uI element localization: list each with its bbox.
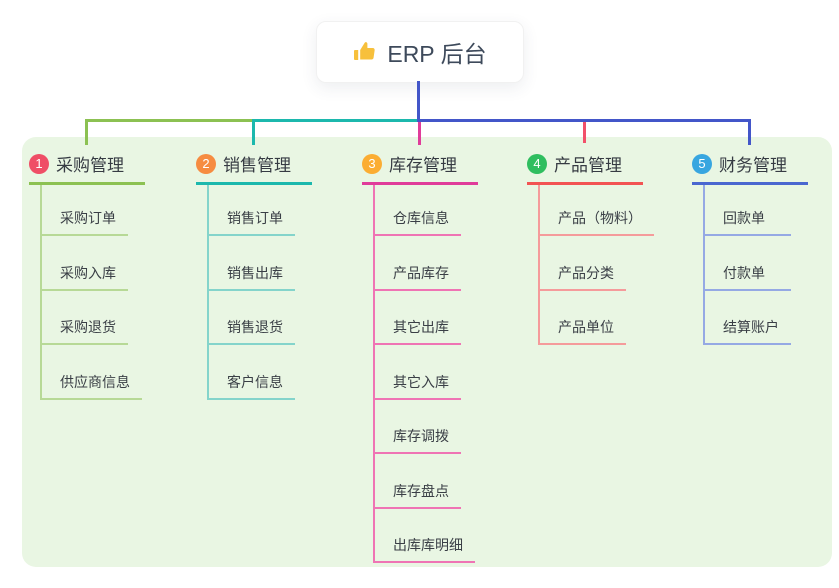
child-node[interactable]: 供应商信息 xyxy=(42,345,142,400)
branch-children: 仓库信息产品库存其它出库其它入库库存调拨库存盘点出库库明细 xyxy=(373,185,475,563)
branch-column-3: 3 库存管理 仓库信息产品库存其它出库其它入库库存调拨库存盘点出库库明细 xyxy=(362,137,478,563)
child-node-label: 供应商信息 xyxy=(60,373,130,390)
branch-panel xyxy=(22,137,832,567)
child-node[interactable]: 出库库明细 xyxy=(375,509,475,563)
child-node[interactable]: 产品（物料） xyxy=(540,185,654,236)
child-node-label: 其它入库 xyxy=(393,373,449,390)
branch-number-badge: 4 xyxy=(527,153,547,174)
thumbs-up-icon xyxy=(353,40,377,64)
branch5-drop-line xyxy=(748,119,751,145)
root-drop-line xyxy=(417,81,420,122)
root-node[interactable]: ERP 后台 xyxy=(316,21,524,83)
branch2-drop-line xyxy=(252,122,255,145)
child-node-label: 仓库信息 xyxy=(393,210,449,226)
child-node[interactable]: 付款单 xyxy=(705,236,791,291)
child-node-label: 产品单位 xyxy=(558,319,614,335)
child-node-label: 客户信息 xyxy=(227,373,283,390)
branch4-drop-line xyxy=(583,122,586,143)
branch-title-label: 采购管理 xyxy=(56,156,124,175)
child-node-label: 产品库存 xyxy=(393,264,449,281)
branch-column-5: 5 财务管理 回款单付款单结算账户 xyxy=(692,137,808,345)
branch-column-4: 4 产品管理 产品（物料） 产品分类产品单位 xyxy=(527,137,654,345)
child-node[interactable]: 仓库信息 xyxy=(375,185,461,236)
branch1-drop-line xyxy=(85,119,88,145)
branch-title[interactable]: 3 库存管理 xyxy=(362,137,478,185)
child-node[interactable]: 回款单 xyxy=(705,185,791,236)
branch-title[interactable]: 1 采购管理 xyxy=(29,137,145,185)
branch-title[interactable]: 5 财务管理 xyxy=(692,137,808,185)
child-node[interactable]: 销售订单 xyxy=(209,185,295,236)
child-node-label: 回款单 xyxy=(723,210,765,226)
branch-children: 回款单付款单结算账户 xyxy=(703,185,791,345)
child-node[interactable]: 产品分类 xyxy=(540,236,626,291)
h-line-left-green xyxy=(85,119,254,122)
child-node[interactable]: 采购入库 xyxy=(42,236,128,291)
child-node[interactable]: 产品单位 xyxy=(540,291,626,345)
branch-children: 产品（物料） 产品分类产品单位 xyxy=(538,185,654,345)
child-node-label: 库存调拨 xyxy=(393,428,449,444)
child-node-label: 销售订单 xyxy=(227,210,283,226)
child-node[interactable]: 库存盘点 xyxy=(375,454,461,509)
h-line-mid-teal xyxy=(252,119,419,122)
child-node[interactable]: 销售出库 xyxy=(209,236,295,291)
child-node-label: 出库库明细 xyxy=(393,537,463,553)
child-node[interactable]: 销售退货 xyxy=(209,291,295,345)
branch-number-badge: 3 xyxy=(362,153,382,174)
child-node-label: 采购订单 xyxy=(60,210,116,226)
branch-title-label: 产品管理 xyxy=(554,156,622,175)
child-node-label: 付款单 xyxy=(723,264,765,281)
child-node[interactable]: 客户信息 xyxy=(209,345,295,400)
branch-children: 销售订单销售出库销售退货客户信息 xyxy=(207,185,295,400)
branch-number-badge: 1 xyxy=(29,153,49,174)
child-node-label: 采购入库 xyxy=(60,264,116,281)
child-node[interactable]: 结算账户 xyxy=(705,291,791,345)
branch-column-2: 2 销售管理 销售订单销售出库销售退货客户信息 xyxy=(196,137,312,400)
child-node[interactable]: 库存调拨 xyxy=(375,400,461,454)
branch-title-label: 财务管理 xyxy=(719,156,787,175)
branch-title[interactable]: 2 销售管理 xyxy=(196,137,312,185)
branch-title-label: 销售管理 xyxy=(223,156,291,175)
branch-column-1: 1 采购管理 采购订单采购入库采购退货供应商信息 xyxy=(29,137,145,400)
root-label: ERP 后台 xyxy=(387,41,487,67)
branch-number-badge: 5 xyxy=(692,153,712,174)
branch-title-label: 库存管理 xyxy=(389,156,457,175)
branch-children: 采购订单采购入库采购退货供应商信息 xyxy=(40,185,142,400)
child-node[interactable]: 产品库存 xyxy=(375,236,461,291)
child-node-label: 销售退货 xyxy=(227,319,283,335)
branch3-drop-line xyxy=(418,122,421,145)
child-node-label: 产品分类 xyxy=(558,264,614,281)
child-node-label: 其它出库 xyxy=(393,319,449,335)
child-node-label: 库存盘点 xyxy=(393,482,449,499)
child-node-label: 产品（物料） xyxy=(558,210,642,226)
child-node-label: 销售出库 xyxy=(227,264,283,281)
child-node[interactable]: 采购订单 xyxy=(42,185,128,236)
child-node[interactable]: 其它入库 xyxy=(375,345,461,400)
branch-title[interactable]: 4 产品管理 xyxy=(527,137,643,185)
h-line-right-blue xyxy=(417,119,751,122)
child-node[interactable]: 其它出库 xyxy=(375,291,461,345)
child-node-label: 采购退货 xyxy=(60,319,116,335)
branch-number-badge: 2 xyxy=(196,153,216,174)
child-node[interactable]: 采购退货 xyxy=(42,291,128,345)
child-node-label: 结算账户 xyxy=(723,319,779,335)
